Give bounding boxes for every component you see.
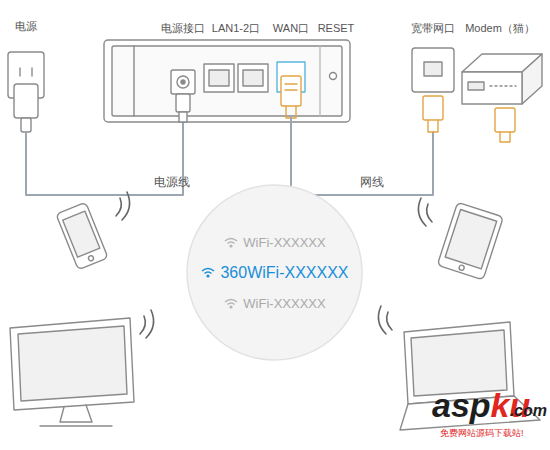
- cable-label: 电源线: [154, 176, 190, 190]
- plug-boot: [286, 106, 296, 118]
- wifi-name: WiFi-XXXXXX: [243, 296, 325, 311]
- plug-boot: [428, 120, 438, 132]
- lan-port-socket: [243, 70, 263, 86]
- router-edge: [319, 46, 320, 116]
- wifi-entry: 360WiFi-XXXXXX: [201, 264, 348, 282]
- lan-port: [238, 64, 268, 92]
- modem-cable-plug: [495, 108, 515, 132]
- port-label: 电源接口: [161, 22, 205, 35]
- router-edge: [133, 46, 134, 116]
- adapter-neck: [21, 118, 31, 132]
- modem-lights: [490, 85, 516, 86]
- smartphone: [56, 202, 108, 270]
- router-back-panel: [112, 46, 342, 116]
- plug-contacts: [285, 83, 297, 84]
- router-body: [104, 40, 350, 122]
- watermark: asp: [432, 386, 491, 425]
- power-adapter: [14, 84, 38, 118]
- modem-front: [462, 72, 522, 104]
- power-port-hole: [177, 76, 189, 88]
- power-port-pin: [181, 80, 185, 84]
- lan-port: [204, 64, 234, 92]
- port-label: WAN口: [273, 22, 309, 35]
- watermark: .com: [510, 402, 547, 420]
- reset-hole: [330, 73, 337, 80]
- wifi-list-circle: WiFi-XXXXXX 360WiFi-XXXXXX WiFi-XXXXXX: [186, 184, 363, 361]
- wifi-name: 360WiFi-XXXXXX: [220, 264, 348, 282]
- monitor: [10, 318, 134, 426]
- network-cable: [291, 118, 433, 195]
- device-label: 宽带网口: [411, 22, 455, 35]
- broadband-jack: [412, 48, 454, 92]
- wifi-entry: WiFi-XXXXXX: [224, 296, 325, 311]
- wifi-icon: [224, 237, 238, 248]
- outlet-slot: [19, 68, 20, 76]
- port-label: RESET: [318, 22, 355, 35]
- wifi-entry: WiFi-XXXXXX: [224, 235, 325, 250]
- cable-label: 网线: [360, 176, 384, 190]
- wifi-name: WiFi-XXXXXX: [243, 235, 325, 250]
- plug-contacts: [285, 89, 297, 90]
- power-plug-neck: [179, 112, 187, 122]
- modem-display: [468, 82, 484, 90]
- jack-socket: [424, 62, 442, 76]
- device-label: 电源: [15, 20, 37, 33]
- outlet-slot: [31, 68, 32, 76]
- jack-cable-plug: [423, 96, 443, 120]
- wifi-icon: [201, 267, 215, 278]
- power-plug: [176, 94, 190, 112]
- tablet: [437, 202, 503, 280]
- port-label: LAN1-2口: [212, 22, 260, 35]
- modem-side: [522, 54, 542, 104]
- watermark-tagline: 免费网站源码下载站!: [440, 428, 524, 438]
- plug-boot: [500, 132, 510, 142]
- power-port: [171, 70, 195, 94]
- device-label: Modem（猫）: [465, 22, 535, 35]
- wan-cable-plug: [281, 76, 301, 106]
- lan-port-socket: [209, 70, 229, 86]
- wifi-icon: [224, 298, 238, 309]
